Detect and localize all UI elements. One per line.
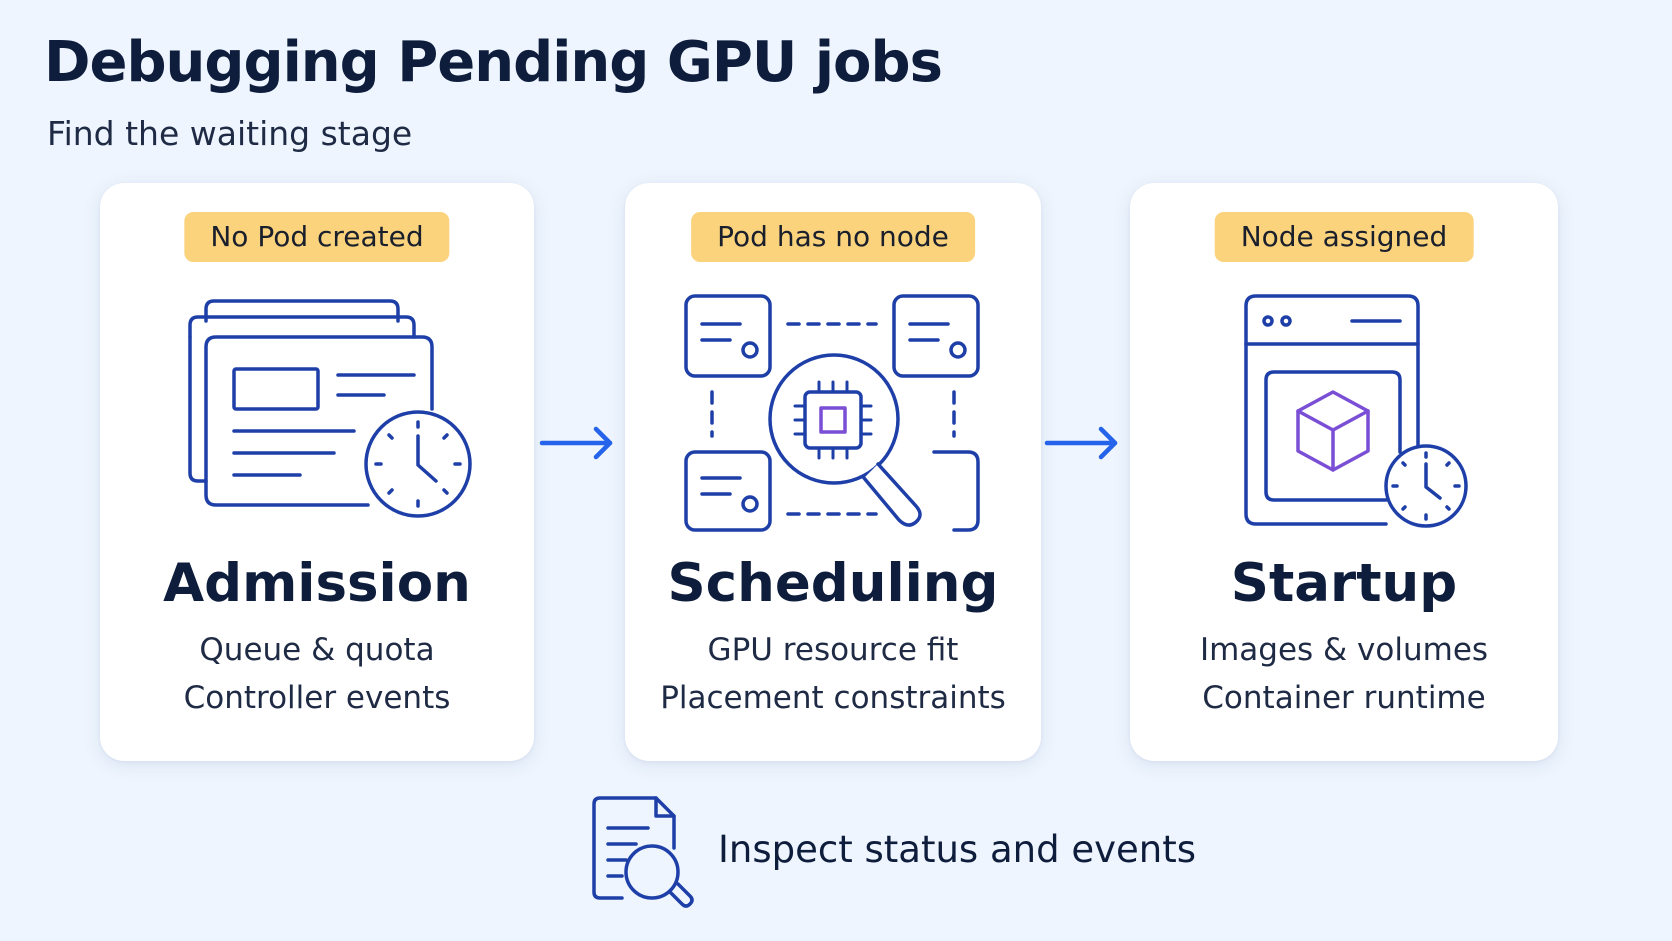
stage-detail: Container runtime bbox=[1202, 680, 1486, 716]
stage-detail: Queue & quota bbox=[199, 632, 435, 668]
job-queue-clock-icon bbox=[188, 299, 472, 518]
document-search-icon bbox=[592, 796, 694, 908]
flow-arrow-icon bbox=[1044, 426, 1118, 460]
gpu-node-search-icon bbox=[684, 294, 980, 532]
container-startup-clock-icon bbox=[1244, 294, 1468, 528]
stage-badge: Node assigned bbox=[1214, 212, 1474, 262]
page-subtitle: Find the waiting stage bbox=[47, 114, 413, 153]
stage-detail: Images & volumes bbox=[1199, 632, 1489, 668]
stage-detail: GPU resource fit bbox=[707, 632, 959, 668]
stage-card-startup: Node assigned Startup Images & volumes C… bbox=[1130, 183, 1558, 761]
stage-title: Scheduling bbox=[667, 553, 999, 614]
flow-arrow-icon bbox=[539, 426, 613, 460]
stage-badge: No Pod created bbox=[184, 212, 450, 262]
stage-detail: Controller events bbox=[183, 680, 451, 716]
stage-card-admission: No Pod created Admission Queue & quota C… bbox=[100, 183, 534, 761]
footer-text: Inspect status and events bbox=[718, 828, 1196, 871]
page-title: Debugging Pending GPU jobs bbox=[44, 30, 943, 95]
stage-badge: Pod has no node bbox=[691, 212, 975, 262]
stage-title: Admission bbox=[163, 553, 471, 614]
stage-detail: Placement constraints bbox=[660, 680, 1006, 716]
stage-card-scheduling: Pod has no node bbox=[625, 183, 1041, 761]
stage-title: Startup bbox=[1230, 553, 1458, 614]
